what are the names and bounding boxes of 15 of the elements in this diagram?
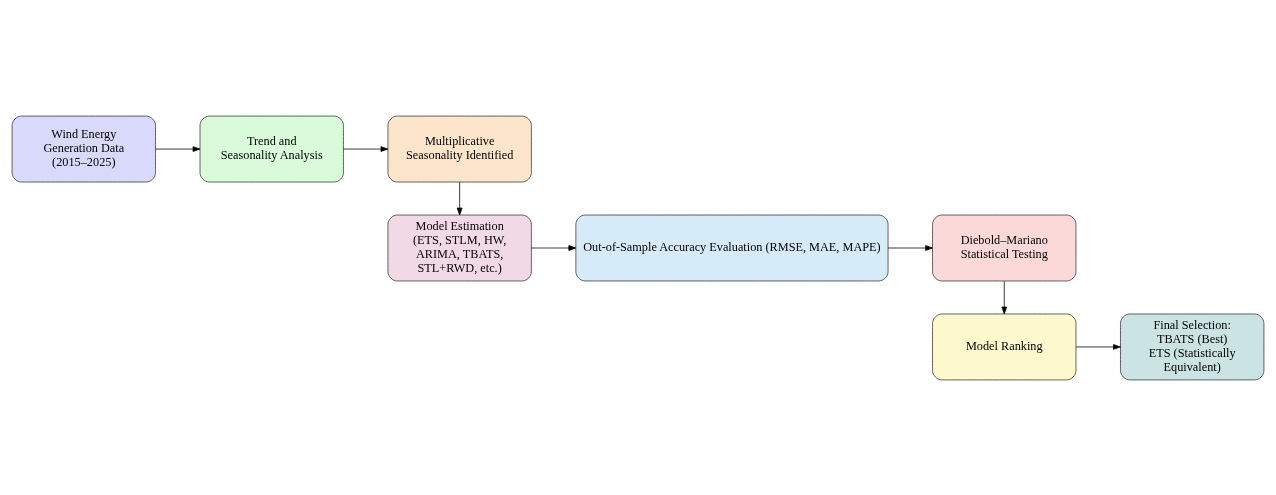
node-box: Model Ranking [932,313,1077,380]
arrow [456,181,463,215]
node-box: Final Selection: TBATS (Best) ETS (Statistically Equivalent) [1120,313,1265,380]
node-box: Out-of-Sample Accuracy Evaluation (RMSE, MAE, MAPE) [575,214,889,281]
node-box: Model Estimation (ETS, STLM, HW, ARIMA, TBATS, STL+RWD, etc.) [387,214,532,281]
node-box: Wind Energy Generation Data (2015–2025) [11,115,156,182]
node-box: Trend and Seasonality Analysis [199,115,344,182]
arrow [1001,280,1008,314]
node-box: Diebold–Mariano Statistical Testing [932,214,1077,281]
node-box: Multiplicative Seasonality Identified [387,115,532,182]
arrow [343,145,389,152]
arrow [1075,343,1121,350]
arrow [155,145,201,152]
arrow [531,244,577,251]
arrow [887,244,933,251]
